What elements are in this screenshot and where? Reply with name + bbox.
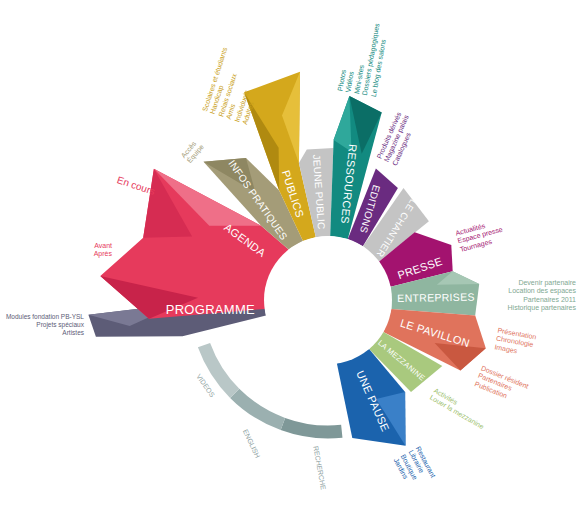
- submenu-list: PhotosVidéosMini-sitesDossiers pédagogiq…: [336, 18, 390, 97]
- submenu-item: ENGLISH: [241, 428, 262, 459]
- submenu-item: Projets spéciaux: [6, 321, 84, 329]
- submenu-list: Dossier résidentPartenairesPublication: [473, 364, 529, 406]
- menu-segment: ENTREPRISES: [397, 292, 475, 305]
- arc-band: [283, 424, 342, 432]
- submenu-list: En cours: [115, 174, 156, 198]
- submenu-list: PrésentationChronologieImages: [494, 327, 537, 359]
- submenu-list: Devenir partenaireLocation des espacesPa…: [508, 279, 576, 313]
- submenu-item: Artistes: [6, 329, 84, 337]
- center-hole: [264, 236, 392, 364]
- submenu-list: Produits dérivésMagazine palaisCatalogue…: [376, 111, 420, 167]
- submenu-item: Avant: [94, 242, 112, 250]
- segment-shape: [299, 148, 333, 237]
- submenu-list: ActivitésLouer la mezzanine: [428, 387, 489, 432]
- segment-shape: [143, 169, 192, 238]
- submenu-list: VIDEOS: [194, 373, 216, 399]
- submenu-list: Modules fondation PB-YSLProjets spéciaux…: [6, 313, 84, 336]
- segment-shape: [337, 349, 406, 446]
- segment-label: ENTREPRISES: [397, 292, 475, 305]
- submenu-item: Historique partenaires: [508, 304, 576, 312]
- submenu-item: En cours: [115, 174, 156, 198]
- arc-band: [235, 393, 283, 424]
- segment-label: PROGRAMME: [166, 303, 255, 317]
- submenu-list: RestaurantLibrairieBoutiqueJardins: [391, 445, 437, 491]
- submenu-list: AccèsÉquipe: [180, 138, 207, 165]
- submenu-item: Partenaires 2011: [508, 296, 576, 304]
- submenu-item: Location des espaces: [508, 288, 576, 296]
- menu-segment: PROGRAMME: [166, 303, 255, 317]
- submenu-item: RECHERCHE: [311, 445, 327, 490]
- submenu-item: VIDEOS: [194, 373, 216, 399]
- submenu-item: Après: [94, 250, 112, 258]
- submenu-item: Modules fondation PB-YSL: [6, 313, 84, 321]
- submenu-list: RECHERCHE: [311, 445, 327, 490]
- submenu-list: ActualitésEspace presseTournages: [455, 218, 506, 254]
- segment-shape: [88, 302, 266, 337]
- segment-shape: [282, 72, 300, 163]
- submenu-list: ENGLISH: [241, 428, 262, 459]
- submenu-item: Devenir partenaire: [508, 279, 576, 287]
- submenu-list: AvantAprès: [94, 242, 112, 259]
- segment-shape: [437, 271, 479, 285]
